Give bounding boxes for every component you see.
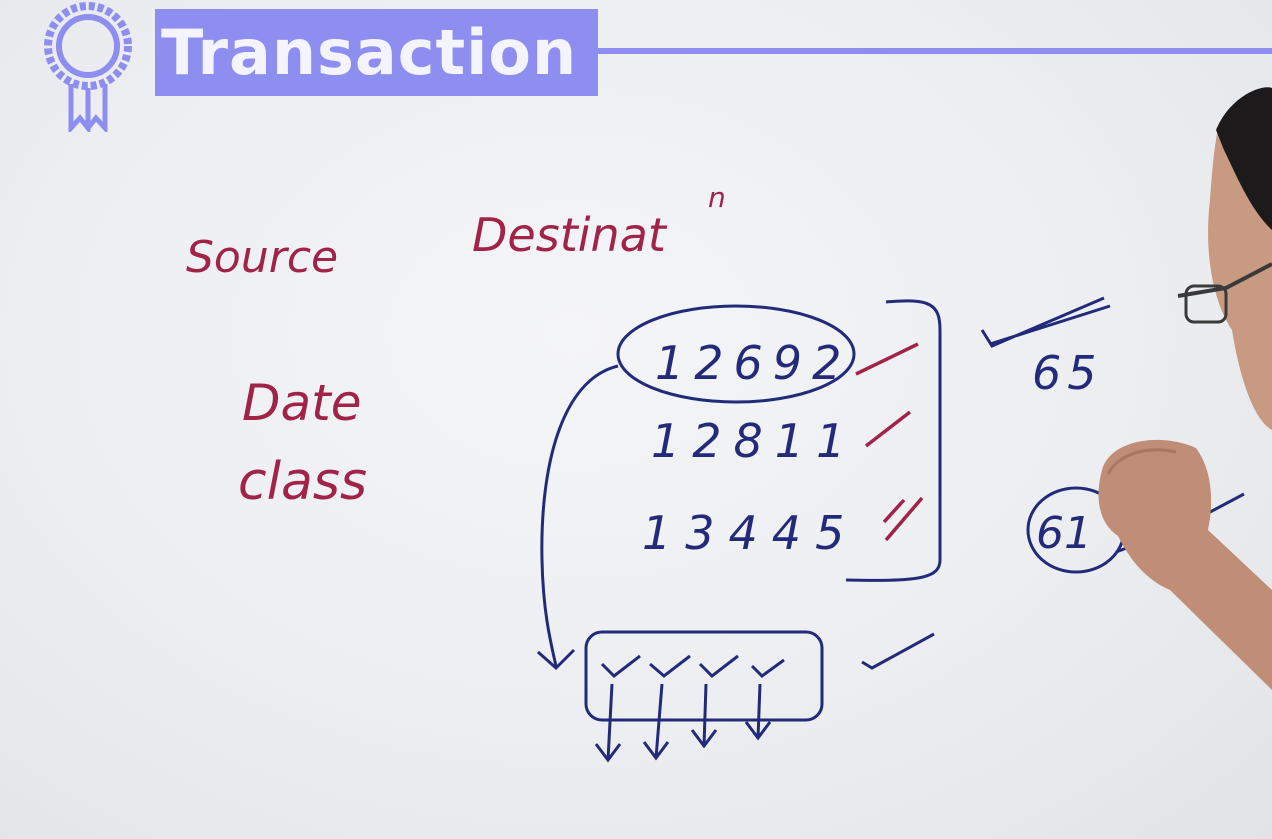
ellipse-around-row-1 xyxy=(616,304,856,404)
number-row-3: 13445 xyxy=(642,506,859,560)
checkmark-top-right xyxy=(980,296,1111,348)
tick-row-3a xyxy=(882,498,906,524)
page-title: Transaction xyxy=(161,15,578,89)
bracket-right xyxy=(845,299,942,582)
number-side-bottom: 61 xyxy=(1036,508,1092,559)
presenter-silhouette xyxy=(1098,87,1272,690)
down-arrow-4 xyxy=(744,683,772,741)
down-arrow-2 xyxy=(642,683,670,761)
title-underline xyxy=(598,48,1272,54)
box-tick-1 xyxy=(600,654,641,678)
box-tick-3 xyxy=(698,654,739,678)
title-banner: Transaction xyxy=(155,9,598,96)
label-destination: Destinat xyxy=(472,208,666,262)
label-class: class xyxy=(238,452,368,512)
award-ribbon-icon xyxy=(44,2,132,132)
label-date: Date xyxy=(242,374,362,432)
box-tick-2 xyxy=(649,654,691,678)
number-row-2: 12811 xyxy=(651,414,858,468)
tick-row-2 xyxy=(864,410,912,448)
number-side-top: 65 xyxy=(1032,346,1103,400)
tick-row-3b xyxy=(884,496,924,542)
curve-arrow-head xyxy=(537,648,576,671)
label-destination-superscript: n xyxy=(708,181,726,214)
box-tick-4 xyxy=(750,658,785,678)
number-row-1: 12692 xyxy=(655,336,852,390)
down-arrow-3 xyxy=(690,683,718,749)
tick-row-1 xyxy=(855,342,919,376)
curve-arrow xyxy=(540,364,619,667)
label-source: Source xyxy=(186,232,339,283)
down-arrow-1 xyxy=(594,683,622,763)
tick-bottom-right xyxy=(861,632,935,670)
